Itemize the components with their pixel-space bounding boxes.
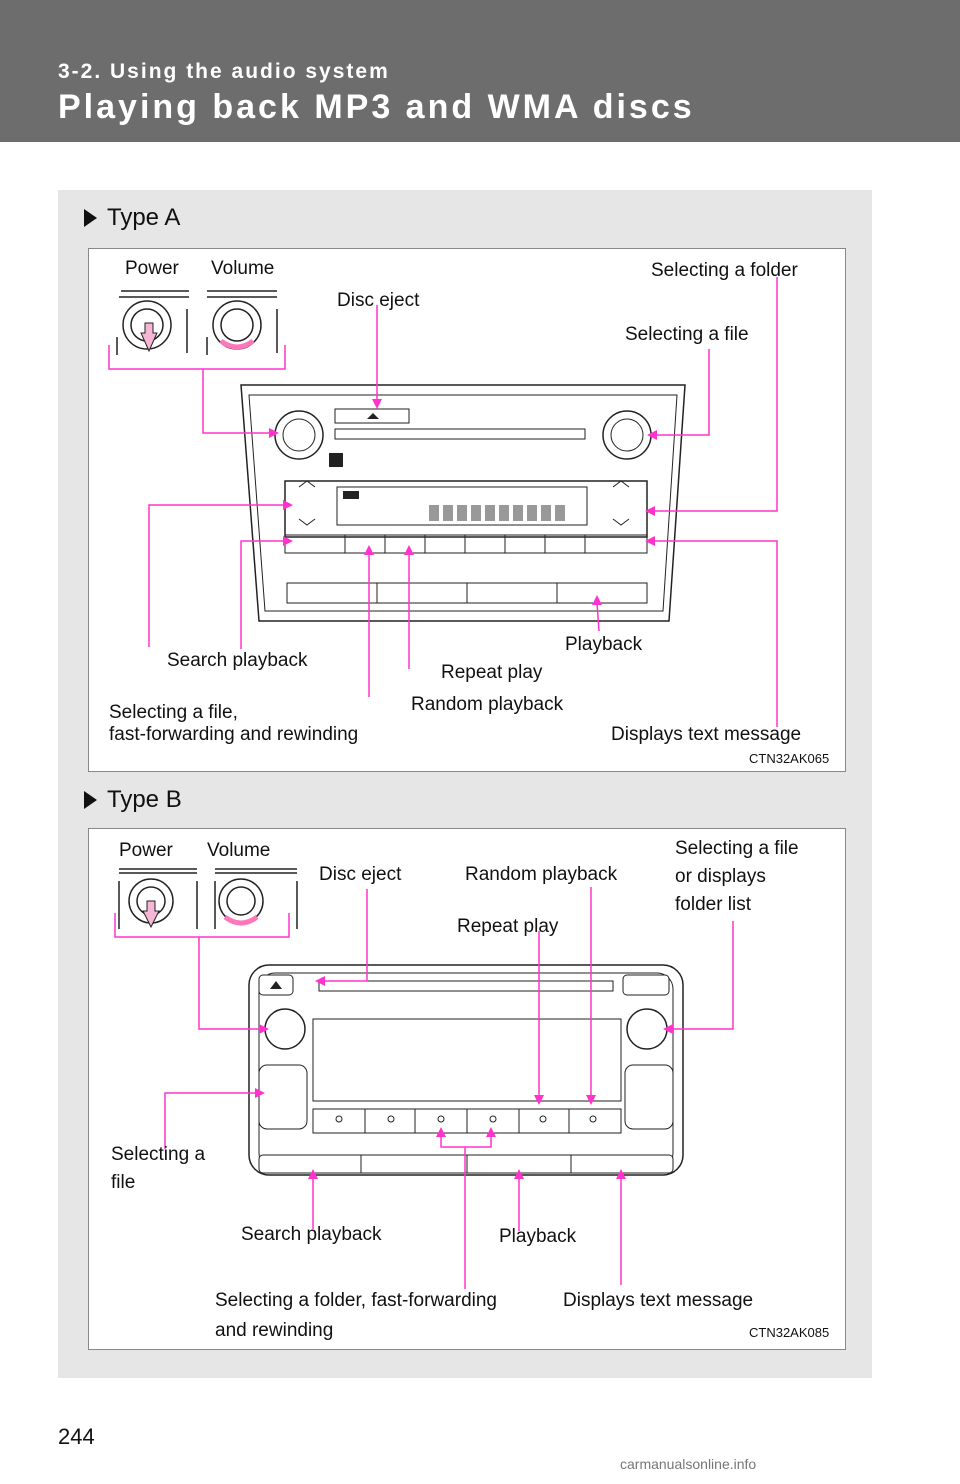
callout-folder-ff-line2: and rewinding <box>215 1320 334 1341</box>
callout-power: Power <box>125 258 179 279</box>
page-title: Playing back MP3 and WMA discs <box>58 88 695 126</box>
type-a-figure: Power Volume Disc eject Selecting a fold… <box>88 248 846 772</box>
callout-random-playback: Random playback <box>411 694 564 715</box>
callout-search-playback: Search playback <box>167 650 308 671</box>
callout-playback: Playback <box>499 1226 577 1247</box>
callout-volume: Volume <box>207 840 271 861</box>
page-number: 244 <box>58 1424 95 1449</box>
type-b-heading: Type B <box>84 786 182 814</box>
watermark: carmanualsonline.info <box>620 1456 757 1472</box>
callout-disc-eject: Disc eject <box>319 864 402 885</box>
type-a-label: Type A <box>107 204 181 231</box>
arrow-icon <box>84 791 97 809</box>
type-b-diagram <box>114 868 734 1289</box>
callout-selecting-file-ff-line2: fast-forwarding and rewinding <box>109 724 359 745</box>
callout-selecting-file-line2: or displays <box>675 866 766 887</box>
callout-power: Power <box>119 840 173 861</box>
page-header: 3-2. Using the audio system Playing back… <box>0 0 960 142</box>
callout-selecting-file-line3: folder list <box>675 894 752 915</box>
callout-volume: Volume <box>211 258 275 279</box>
callout-search-playback: Search playback <box>241 1224 382 1245</box>
type-b-figure: Power Volume Disc eject Random playback … <box>88 828 846 1350</box>
figure-code: CTN32AK085 <box>749 1325 830 1340</box>
callout-selecting-file: Selecting a file <box>625 324 749 345</box>
callout-selecting-file-line1: Selecting a file <box>675 838 799 859</box>
section-title: 3-2. Using the audio system <box>58 60 390 83</box>
figure-code: CTN32AK065 <box>749 751 830 766</box>
callout-folder-ff-line1: Selecting a folder, fast-forwarding <box>215 1290 497 1311</box>
callout-disc-eject: Disc eject <box>337 290 420 311</box>
type-a-heading: Type A <box>84 204 180 232</box>
callout-random-playback: Random playback <box>465 864 618 885</box>
callout-text-message: Displays text message <box>611 724 802 745</box>
type-a-diagram <box>108 277 778 727</box>
callout-selecting-folder: Selecting a folder <box>651 260 798 281</box>
callout-selecting-file-ff-line1: Selecting a file, <box>109 702 238 723</box>
callout-selecting-a-file-line1: Selecting a <box>111 1144 206 1165</box>
callout-text-message: Displays text message <box>563 1290 754 1311</box>
callout-selecting-a-file-line2: file <box>111 1172 136 1193</box>
callout-repeat-play: Repeat play <box>457 916 559 937</box>
arrow-icon <box>84 209 97 227</box>
callout-repeat-play: Repeat play <box>441 662 543 683</box>
callout-playback: Playback <box>565 634 643 655</box>
type-b-label: Type B <box>107 786 182 813</box>
